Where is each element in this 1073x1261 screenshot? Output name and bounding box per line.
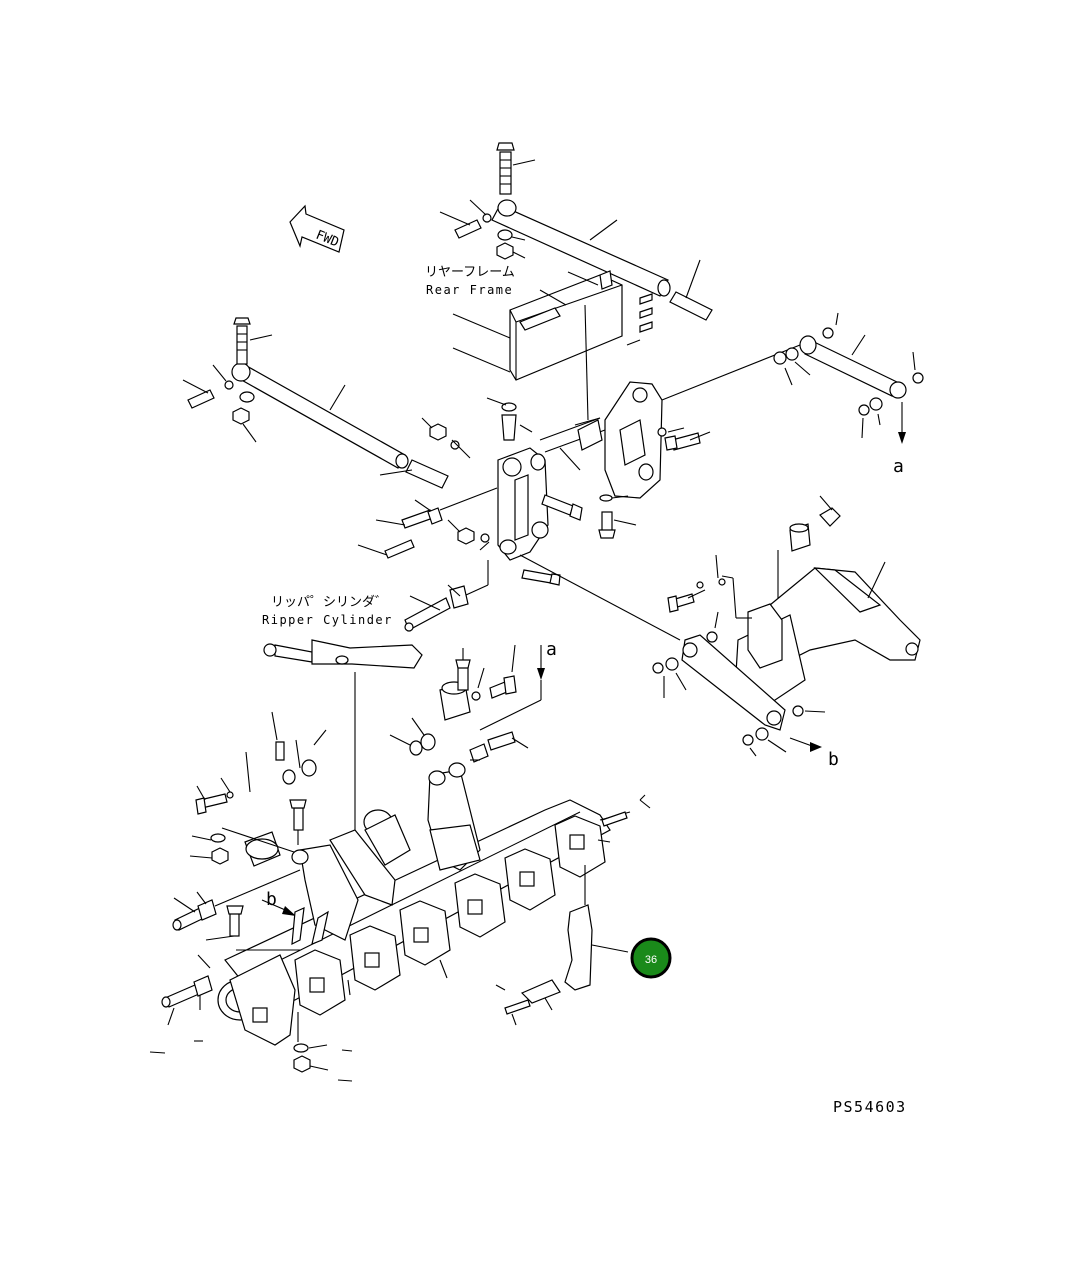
drawing-code: PS54603 xyxy=(833,1098,907,1116)
fwd-direction-arrow: FWD xyxy=(289,204,345,253)
callout-number: 36 xyxy=(645,954,657,966)
rear-frame-en-label: Rear Frame xyxy=(426,283,513,297)
cylinder-mount-parts xyxy=(189,644,529,867)
upper-tie-rod xyxy=(439,142,713,321)
reference-b-left: b xyxy=(266,889,277,910)
tooth-parts xyxy=(347,865,629,1026)
reference-b-right: b xyxy=(828,749,839,770)
right-boom-support: b xyxy=(652,495,921,770)
lower-left-parts: b xyxy=(149,869,353,1082)
ripper-cylinder-en-label: Ripper Cylinder xyxy=(262,613,393,627)
ripper-cylinder-jp-label: リッパ゜シリンダ゛ xyxy=(271,595,388,610)
ripper-cylinder: リッパ゜シリンダ゛ Ripper Cylinder xyxy=(262,560,489,850)
ripper-beam xyxy=(217,762,651,1046)
right-tie-rod: a xyxy=(773,312,924,477)
rear-frame: リヤーフレーム Rear Frame xyxy=(425,265,653,381)
left-tie-rod xyxy=(182,317,449,489)
callout-36-hotspot[interactable]: 36 xyxy=(630,937,672,979)
reference-a-mid-arrow: a xyxy=(479,639,557,731)
reference-a-top: a xyxy=(893,456,904,477)
callout-circle[interactable] xyxy=(630,937,672,979)
reference-a-mid: a xyxy=(546,639,557,660)
rear-frame-jp-label: リヤーフレーム xyxy=(425,265,515,280)
center-bracket xyxy=(357,304,801,641)
